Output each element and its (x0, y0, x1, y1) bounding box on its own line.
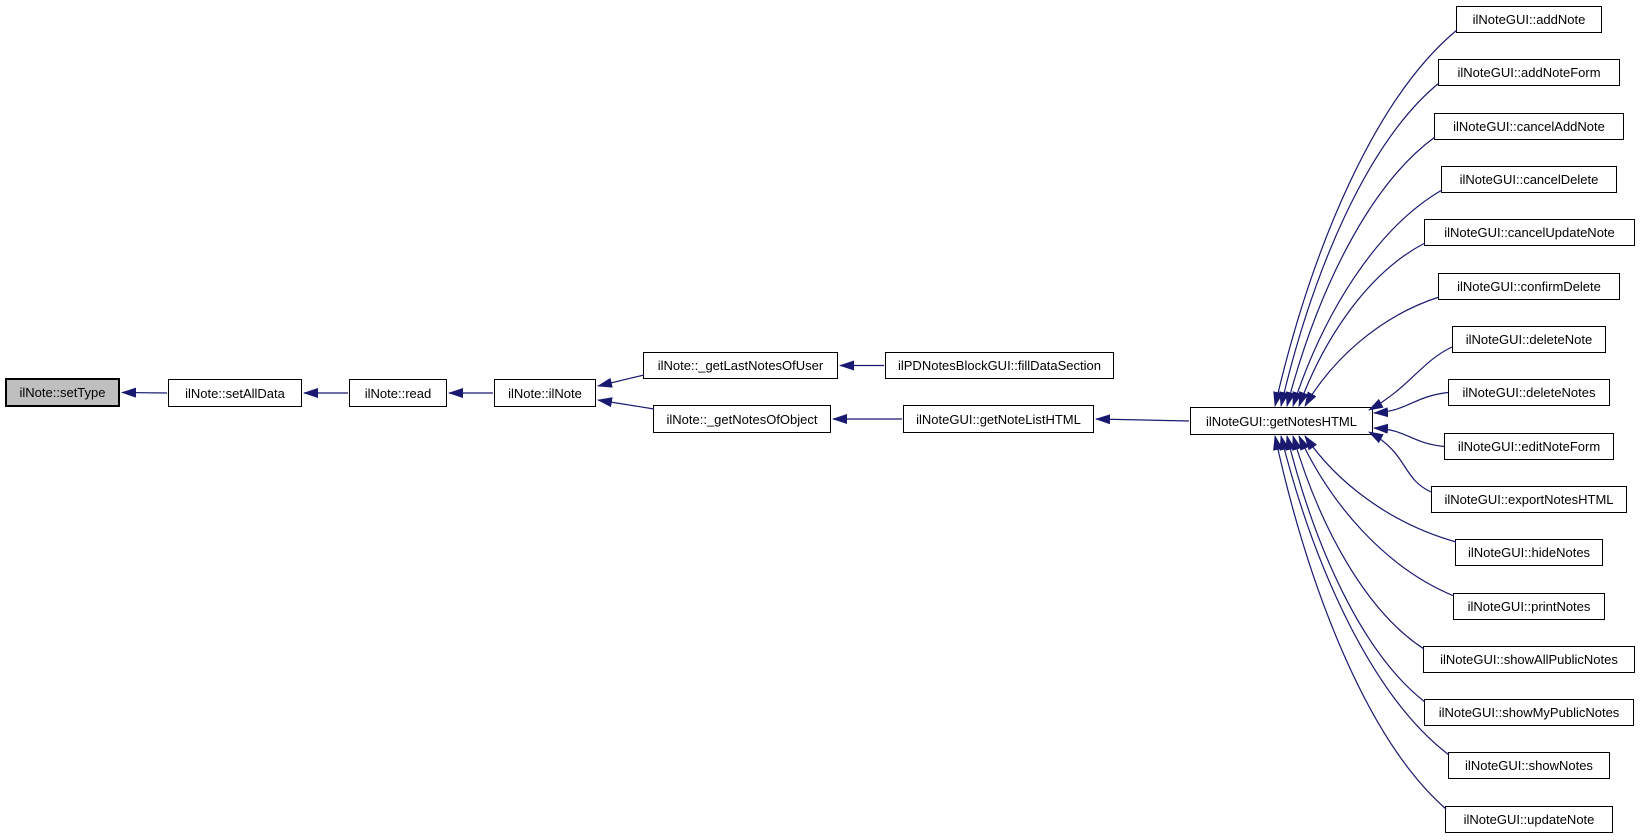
call-edge (1285, 136, 1436, 407)
node-get-notes-h-t-m-l[interactable]: ilNoteGUI::getNotesHTML (1190, 407, 1373, 435)
node-get-last-notes-of-user[interactable]: ilNote::_getLastNotesOfUser (643, 352, 838, 379)
node-edit-note-form[interactable]: ilNoteGUI::editNoteForm (1444, 433, 1614, 460)
call-edge (1373, 391, 1449, 418)
node-add-note[interactable]: ilNoteGUI::addNote (1456, 6, 1602, 33)
node-cancel-update-note[interactable]: ilNoteGUI::cancelUpdateNote (1424, 219, 1635, 246)
node-cancel-delete[interactable]: ilNoteGUI::cancelDelete (1441, 166, 1617, 193)
node-fill-data-section[interactable]: ilPDNotesBlockGUI::fillDataSection (885, 352, 1114, 379)
node-delete-notes[interactable]: ilNoteGUI::deleteNotes (1448, 379, 1610, 406)
call-edge (597, 374, 645, 388)
call-edge (1273, 29, 1458, 407)
call-edge (1292, 189, 1443, 407)
call-edge (1298, 435, 1455, 597)
call-edge (1368, 431, 1432, 493)
call-edge (1279, 82, 1440, 407)
node-il-note[interactable]: ilNote::ilNote (494, 379, 596, 407)
node-set-type[interactable]: ilNote::setType (5, 378, 120, 407)
node-set-all-data[interactable]: ilNote::setAllData (168, 379, 302, 407)
call-edge (597, 397, 655, 410)
call-edge (1298, 242, 1426, 407)
node-delete-note[interactable]: ilNoteGUI::deleteNote (1452, 326, 1606, 353)
node-get-note-list-h-t-m-l[interactable]: ilNoteGUI::getNoteListHTML (903, 405, 1094, 433)
node-show-all-public-notes[interactable]: ilNoteGUI::showAllPublicNotes (1423, 646, 1635, 673)
node-add-note-form[interactable]: ilNoteGUI::addNoteForm (1438, 59, 1620, 86)
node-read[interactable]: ilNote::read (349, 379, 447, 407)
call-edge (1368, 346, 1453, 411)
node-get-notes-of-object[interactable]: ilNote::_getNotesOfObject (653, 405, 831, 433)
node-hide-notes[interactable]: ilNoteGUI::hideNotes (1455, 539, 1603, 566)
call-edge (1273, 435, 1447, 810)
call-edge (1292, 435, 1425, 650)
call-edge (1285, 435, 1426, 703)
node-export-notes-h-t-m-l[interactable]: ilNoteGUI::exportNotesHTML (1431, 486, 1627, 513)
call-edge (121, 387, 168, 398)
call-edge (1095, 414, 1190, 425)
call-edge (1304, 296, 1440, 407)
node-confirm-delete[interactable]: ilNoteGUI::confirmDelete (1438, 273, 1620, 300)
call-edge (1373, 423, 1445, 448)
node-show-my-public-notes[interactable]: ilNoteGUI::showMyPublicNotes (1424, 699, 1634, 726)
node-show-notes[interactable]: ilNoteGUI::showNotes (1448, 752, 1610, 779)
node-cancel-add-note[interactable]: ilNoteGUI::cancelAddNote (1434, 113, 1624, 140)
node-update-note[interactable]: ilNoteGUI::updateNote (1445, 806, 1613, 833)
node-print-notes[interactable]: ilNoteGUI::printNotes (1453, 593, 1605, 620)
